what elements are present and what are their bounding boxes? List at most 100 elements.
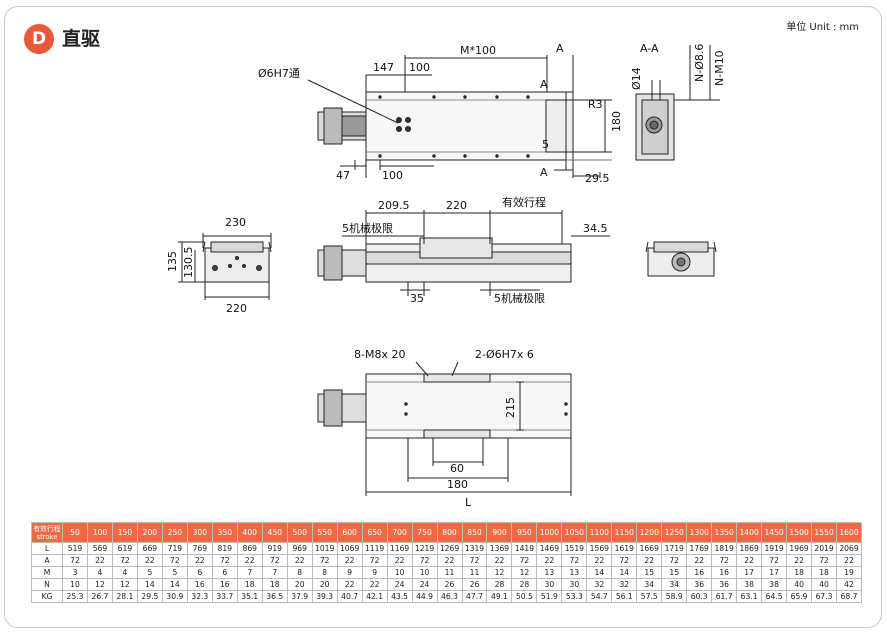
table-cell: 56.1: [611, 590, 638, 603]
table-cell: 5: [136, 566, 163, 579]
table-cell: 869: [236, 542, 263, 555]
hole-label: Ø6H7通: [258, 67, 300, 80]
table-cell: 9: [361, 566, 388, 579]
table-cell: 569: [86, 542, 113, 555]
table-cell: 1119: [361, 542, 388, 555]
stroke-header-cell: 1200: [636, 522, 663, 543]
table-cell: 12: [86, 578, 113, 591]
table-cell: 32: [586, 578, 613, 591]
table-cell: 60.3: [686, 590, 713, 603]
section-title: A-A: [640, 42, 659, 55]
table-cell: 54.7: [586, 590, 613, 603]
table-cell: 72: [361, 554, 388, 567]
table-cell: 36: [686, 578, 713, 591]
stroke-header-cell: 150: [111, 522, 138, 543]
stroke-header-cell: 600: [336, 522, 363, 543]
table-cell: 1669: [636, 542, 663, 555]
table-cell: 72: [62, 554, 88, 567]
table-cell: 24: [411, 578, 438, 591]
table-cell: 13: [561, 566, 588, 579]
table-cell: 72: [811, 554, 838, 567]
stroke-label: 有效行程: [502, 195, 546, 209]
stroke-header-cell: 50: [62, 522, 88, 543]
table-cell: 2069: [836, 542, 862, 555]
table-cell: 14: [136, 578, 163, 591]
table-cell: 34: [636, 578, 663, 591]
section-marker-a-top: A: [556, 42, 564, 55]
table-cell: 22: [686, 554, 713, 567]
table-cell: 14: [161, 578, 188, 591]
row-label: N: [31, 578, 63, 591]
table-cell: 6: [211, 566, 238, 579]
table-cell: 18: [236, 578, 263, 591]
table-cell: 47.7: [461, 590, 488, 603]
table-cell: 72: [661, 554, 688, 567]
dim-215: 215: [504, 397, 517, 418]
stroke-header-cell: 1100: [586, 522, 613, 543]
table-cell: 1369: [486, 542, 513, 555]
table-cell: 72: [761, 554, 788, 567]
table-cell: 969: [286, 542, 313, 555]
table-cell: 30.9: [161, 590, 188, 603]
table-cell: 1519: [561, 542, 588, 555]
table-cell: 28.1: [111, 590, 138, 603]
table-cell: 22: [836, 554, 862, 567]
dim-100-top: 100: [409, 61, 430, 74]
table-cell: 919: [261, 542, 288, 555]
label-pin: 2-Ø6H7x 6: [475, 348, 534, 361]
dim-dia14: Ø14: [630, 67, 643, 90]
table-cell: 819: [211, 542, 238, 555]
table-cell: 10: [411, 566, 438, 579]
table-cell: 22: [436, 554, 463, 567]
table-cell: 12: [511, 566, 538, 579]
table-cell: 22: [336, 554, 363, 567]
row-label: A: [31, 554, 63, 567]
row-label: M: [31, 566, 63, 579]
table-cell: 1719: [661, 542, 688, 555]
table-cell: 8: [311, 566, 338, 579]
table-cell: 30: [561, 578, 588, 591]
page-title: 直驱: [62, 28, 101, 50]
table-cell: 22: [361, 578, 388, 591]
table-cell: 11: [461, 566, 488, 579]
table-cell: 7: [261, 566, 288, 579]
table-cell: 32: [611, 578, 638, 591]
table-cell: 40.7: [336, 590, 363, 603]
table-cell: 22: [586, 554, 613, 567]
table-cell: 1569: [586, 542, 613, 555]
table-cell: 1319: [461, 542, 488, 555]
stroke-header-cell: 200: [136, 522, 163, 543]
table-cell: 72: [411, 554, 438, 567]
section-a-a-view: [635, 45, 720, 161]
stroke-header-cell: 650: [361, 522, 388, 543]
table-cell: 13: [536, 566, 563, 579]
table-cell: 30: [536, 578, 563, 591]
table-cell: 72: [311, 554, 338, 567]
dim-220-side: 220: [446, 199, 467, 212]
table-cell: 14: [611, 566, 638, 579]
table-cell: 72: [211, 554, 238, 567]
stroke-header-cell: 700: [386, 522, 413, 543]
table-cell: 20: [286, 578, 313, 591]
table-cell: 34: [661, 578, 688, 591]
table-cell: 40: [786, 578, 813, 591]
header-label-en: stroke: [36, 532, 58, 541]
table-cell: 22: [136, 554, 163, 567]
table-cell: 51.9: [536, 590, 563, 603]
table-cell: 38: [736, 578, 763, 591]
stroke-header-cell: 950: [511, 522, 538, 543]
table-cell: 12: [486, 566, 513, 579]
dim-230: 230: [225, 216, 246, 229]
table-cell: 1619: [611, 542, 638, 555]
table-cell: 9: [336, 566, 363, 579]
table-cell: 58.9: [661, 590, 688, 603]
table-cell: 2019: [811, 542, 838, 555]
section-marker-a-mid: A: [540, 78, 548, 91]
stroke-header-cell: 800: [436, 522, 463, 543]
stroke-header-cell: 450: [261, 522, 288, 543]
table-cell: 10: [62, 578, 88, 591]
